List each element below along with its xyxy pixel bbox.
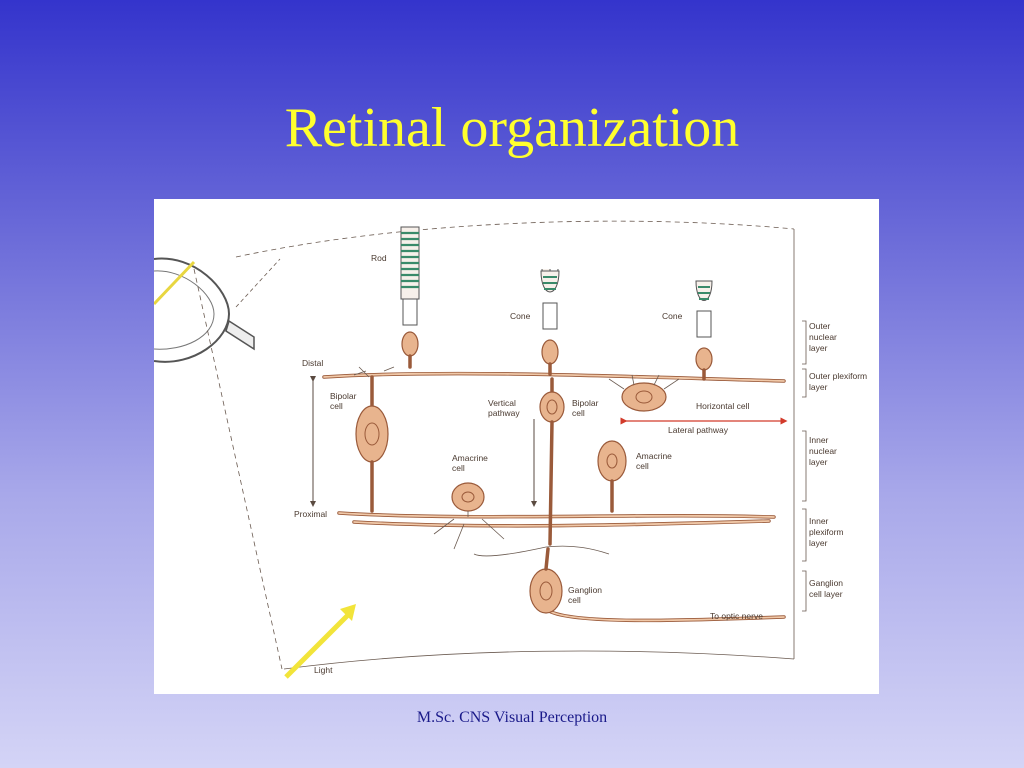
section-top-edge bbox=[235, 220, 795, 258]
label-ganglion-cell-2: cell bbox=[568, 595, 581, 605]
layer-inner-plexiform-2: plexiform bbox=[809, 527, 843, 537]
cone-cell-left bbox=[540, 268, 560, 376]
label-horizontal-cell: Horizontal cell bbox=[696, 401, 749, 411]
slide-footer: M.Sc. CNS Visual Perception bbox=[416, 709, 608, 726]
cone-cell-right bbox=[695, 280, 713, 381]
section-bottom-edge bbox=[283, 650, 795, 670]
bipolar-cell-right bbox=[539, 377, 565, 546]
layer-inner-nuclear-2: nuclear bbox=[809, 446, 837, 456]
label-proximal: Proximal bbox=[294, 509, 327, 519]
label-bipolar-right-1: Bipolar bbox=[572, 398, 599, 408]
label-to-optic-nerve: To optic nerve bbox=[710, 611, 763, 621]
label-light: Light bbox=[314, 665, 333, 675]
label-cone-right: Cone bbox=[662, 311, 683, 321]
label-amacrine-right-1: Amacrine bbox=[636, 451, 672, 461]
label-amacrine-right-2: cell bbox=[636, 461, 649, 471]
ganglion-cell bbox=[473, 545, 610, 614]
label-vertical-pathway-1: Vertical bbox=[488, 398, 516, 408]
layer-outer-nuclear-2: nuclear bbox=[809, 332, 837, 342]
layer-outer-nuclear-3: layer bbox=[809, 343, 828, 353]
retina-diagram: Rod Cone Cone Distal Proximal Bipolar ce… bbox=[154, 199, 879, 694]
layer-ganglion-2: cell layer bbox=[809, 589, 843, 599]
label-bipolar-right-2: cell bbox=[572, 408, 585, 418]
amacrine-cell-right bbox=[597, 440, 627, 513]
label-cone-left: Cone bbox=[510, 311, 531, 321]
layer-ganglion-1: Ganglion bbox=[809, 578, 843, 588]
layer-outer-plexiform-1: Outer plexiform bbox=[809, 371, 867, 381]
light-arrow bbox=[284, 611, 352, 679]
layer-inner-nuclear-3: layer bbox=[809, 457, 828, 467]
eye-sketch bbox=[154, 257, 281, 363]
label-ganglion-cell-1: Ganglion bbox=[568, 585, 602, 595]
bipolar-cell-left bbox=[353, 366, 395, 513]
label-amacrine-left-2: cell bbox=[452, 463, 465, 473]
horizontal-cell bbox=[608, 374, 680, 412]
layer-inner-plexiform-3: layer bbox=[809, 538, 828, 548]
retina-diagram-svg: Rod Cone Cone Distal Proximal Bipolar ce… bbox=[154, 220, 867, 679]
slide-title: Retinal organization bbox=[284, 97, 740, 159]
layer-brackets bbox=[802, 320, 807, 612]
layer-inner-plexiform-1: Inner bbox=[809, 516, 829, 526]
label-vertical-pathway-2: pathway bbox=[488, 408, 520, 418]
label-rod: Rod bbox=[371, 253, 387, 263]
label-lateral-pathway: Lateral pathway bbox=[668, 425, 729, 435]
layer-outer-plexiform-2: layer bbox=[809, 382, 828, 392]
layer-inner-nuclear-1: Inner bbox=[809, 435, 829, 445]
label-bipolar-left-2: cell bbox=[330, 401, 343, 411]
label-bipolar-left-1: Bipolar bbox=[330, 391, 357, 401]
rod-cell bbox=[400, 226, 420, 369]
layer-outer-nuclear-1: Outer bbox=[809, 321, 830, 331]
label-distal: Distal bbox=[302, 358, 323, 368]
amacrine-cell-left bbox=[433, 482, 505, 550]
light-arrow-head bbox=[340, 604, 356, 621]
label-amacrine-left-1: Amacrine bbox=[452, 453, 488, 463]
